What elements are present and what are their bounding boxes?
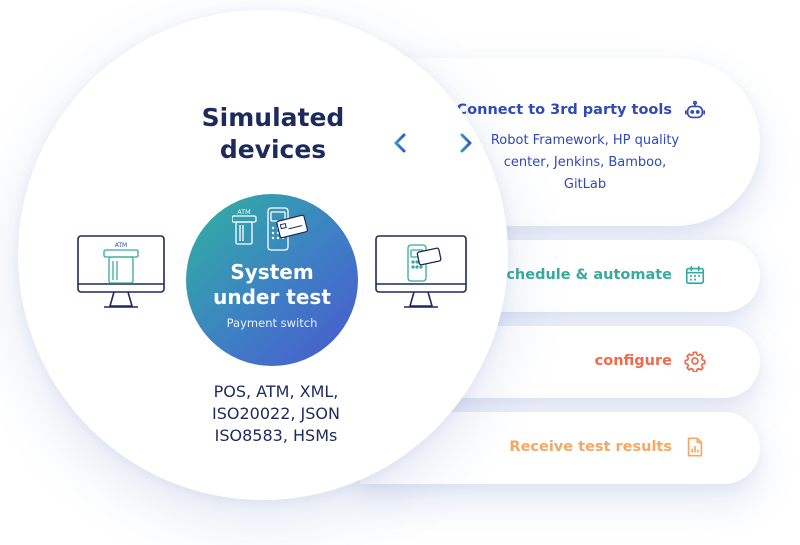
title-line: devices <box>219 135 327 164</box>
sut-atm-label: ATM <box>237 208 251 216</box>
connect-tools-description: Robot Framework, HP quality center, Jenk… <box>476 130 694 196</box>
connect-desc-line: center, Jenkins, Bamboo, <box>503 155 667 170</box>
connect-tools-title: Connect to 3rd party tools <box>456 102 672 118</box>
protocol-line: POS, ATM, XML, <box>213 382 339 401</box>
report-icon <box>687 437 703 457</box>
sut-title-line: System <box>230 260 314 284</box>
sut-title: System under test <box>186 260 358 310</box>
gear-icon <box>684 351 706 372</box>
connect-desc-line: Robot Framework, HP quality <box>490 133 680 148</box>
protocols-list: POS, ATM, XML, ISO20022, JSON ISO8583, H… <box>176 381 376 447</box>
schedule-title: Schedule & automate <box>495 267 672 283</box>
atm-pos-icon: ATM <box>232 207 308 251</box>
simulated-devices-title: Simulated devices <box>173 102 373 166</box>
configure-title: configure <box>594 353 672 369</box>
connect-desc-line: GitLab <box>563 177 607 192</box>
pos-monitor-icon <box>375 235 467 308</box>
title-line: Simulated <box>201 103 345 132</box>
sut-subtitle: Payment switch <box>226 316 318 330</box>
results-title: Receive test results <box>509 439 672 455</box>
protocol-line: ISO8583, HSMs <box>214 426 338 445</box>
robot-icon <box>685 100 705 119</box>
protocol-line: ISO20022, JSON <box>212 404 340 423</box>
double-arrow-icon <box>394 133 472 153</box>
atm-label: ATM <box>115 242 127 249</box>
atm-monitor-icon: ATM <box>77 235 165 308</box>
sut-title-line: under test <box>213 285 331 309</box>
calendar-icon <box>685 265 705 285</box>
system-under-test-circle: ATM System under test <box>186 194 358 366</box>
